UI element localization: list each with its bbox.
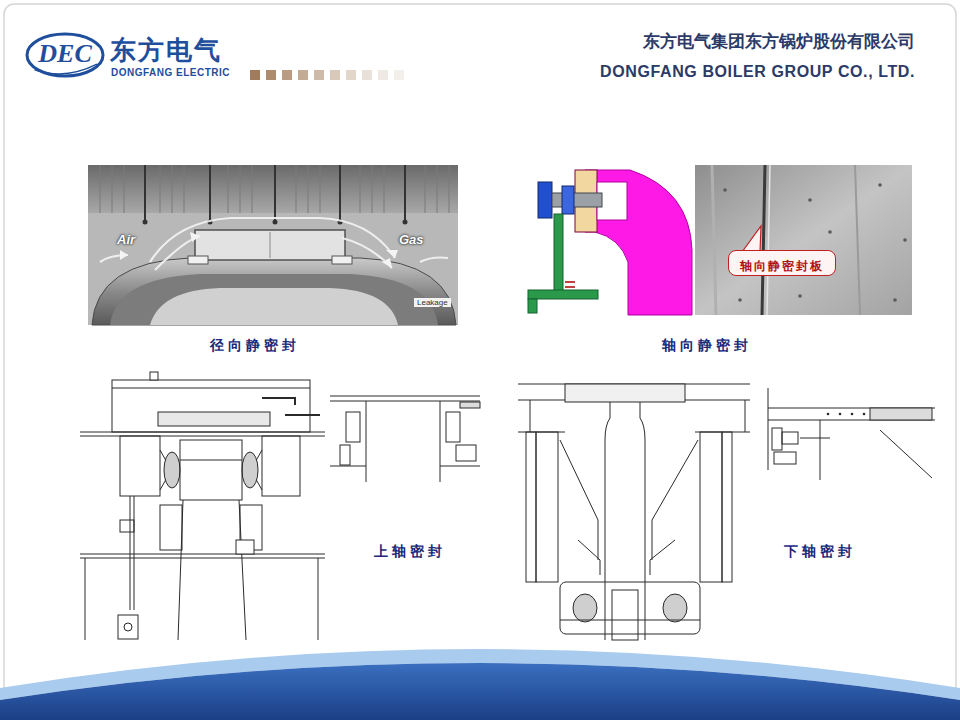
lower-seal-detail (768, 388, 935, 480)
company-full-cn: 东方电气集团东方锅炉股份有限公司 (643, 32, 915, 52)
axial-seal-drawing (523, 165, 693, 315)
node-text: DEC (38, 39, 91, 69)
upper-shaft-seal-drawing (80, 372, 325, 640)
logo-ellipse (27, 34, 103, 76)
section-caption: 上轴密封 (374, 544, 446, 560)
callout-box: 轴向静密封板 (728, 250, 836, 276)
company-full-en: DONGFANG BOILER GROUP CO., LTD. (600, 63, 915, 81)
header-squares (250, 70, 404, 80)
air-label: Air (117, 233, 135, 248)
upper-seal-detail (330, 396, 480, 482)
radial-seal-render (88, 165, 458, 325)
leakage-label: Leakage (414, 298, 451, 307)
node-text: 轴向静密封板 (740, 260, 824, 274)
slide-frame (4, 4, 956, 716)
section-caption: 径向静密封 (210, 338, 300, 354)
company-name-en: DONGFANG ELECTRIC (111, 67, 230, 79)
logo-oval: DEC (25, 32, 105, 78)
lower-shaft-seal-drawing (518, 384, 750, 640)
section-caption: 轴向静密封 (662, 338, 752, 354)
section-caption: 下轴密封 (784, 544, 856, 560)
footer-wave (0, 649, 960, 720)
gas-label: Gas (399, 233, 424, 248)
axial-seal-photo (695, 165, 912, 315)
company-name-cn: 东方电气 (110, 36, 222, 66)
